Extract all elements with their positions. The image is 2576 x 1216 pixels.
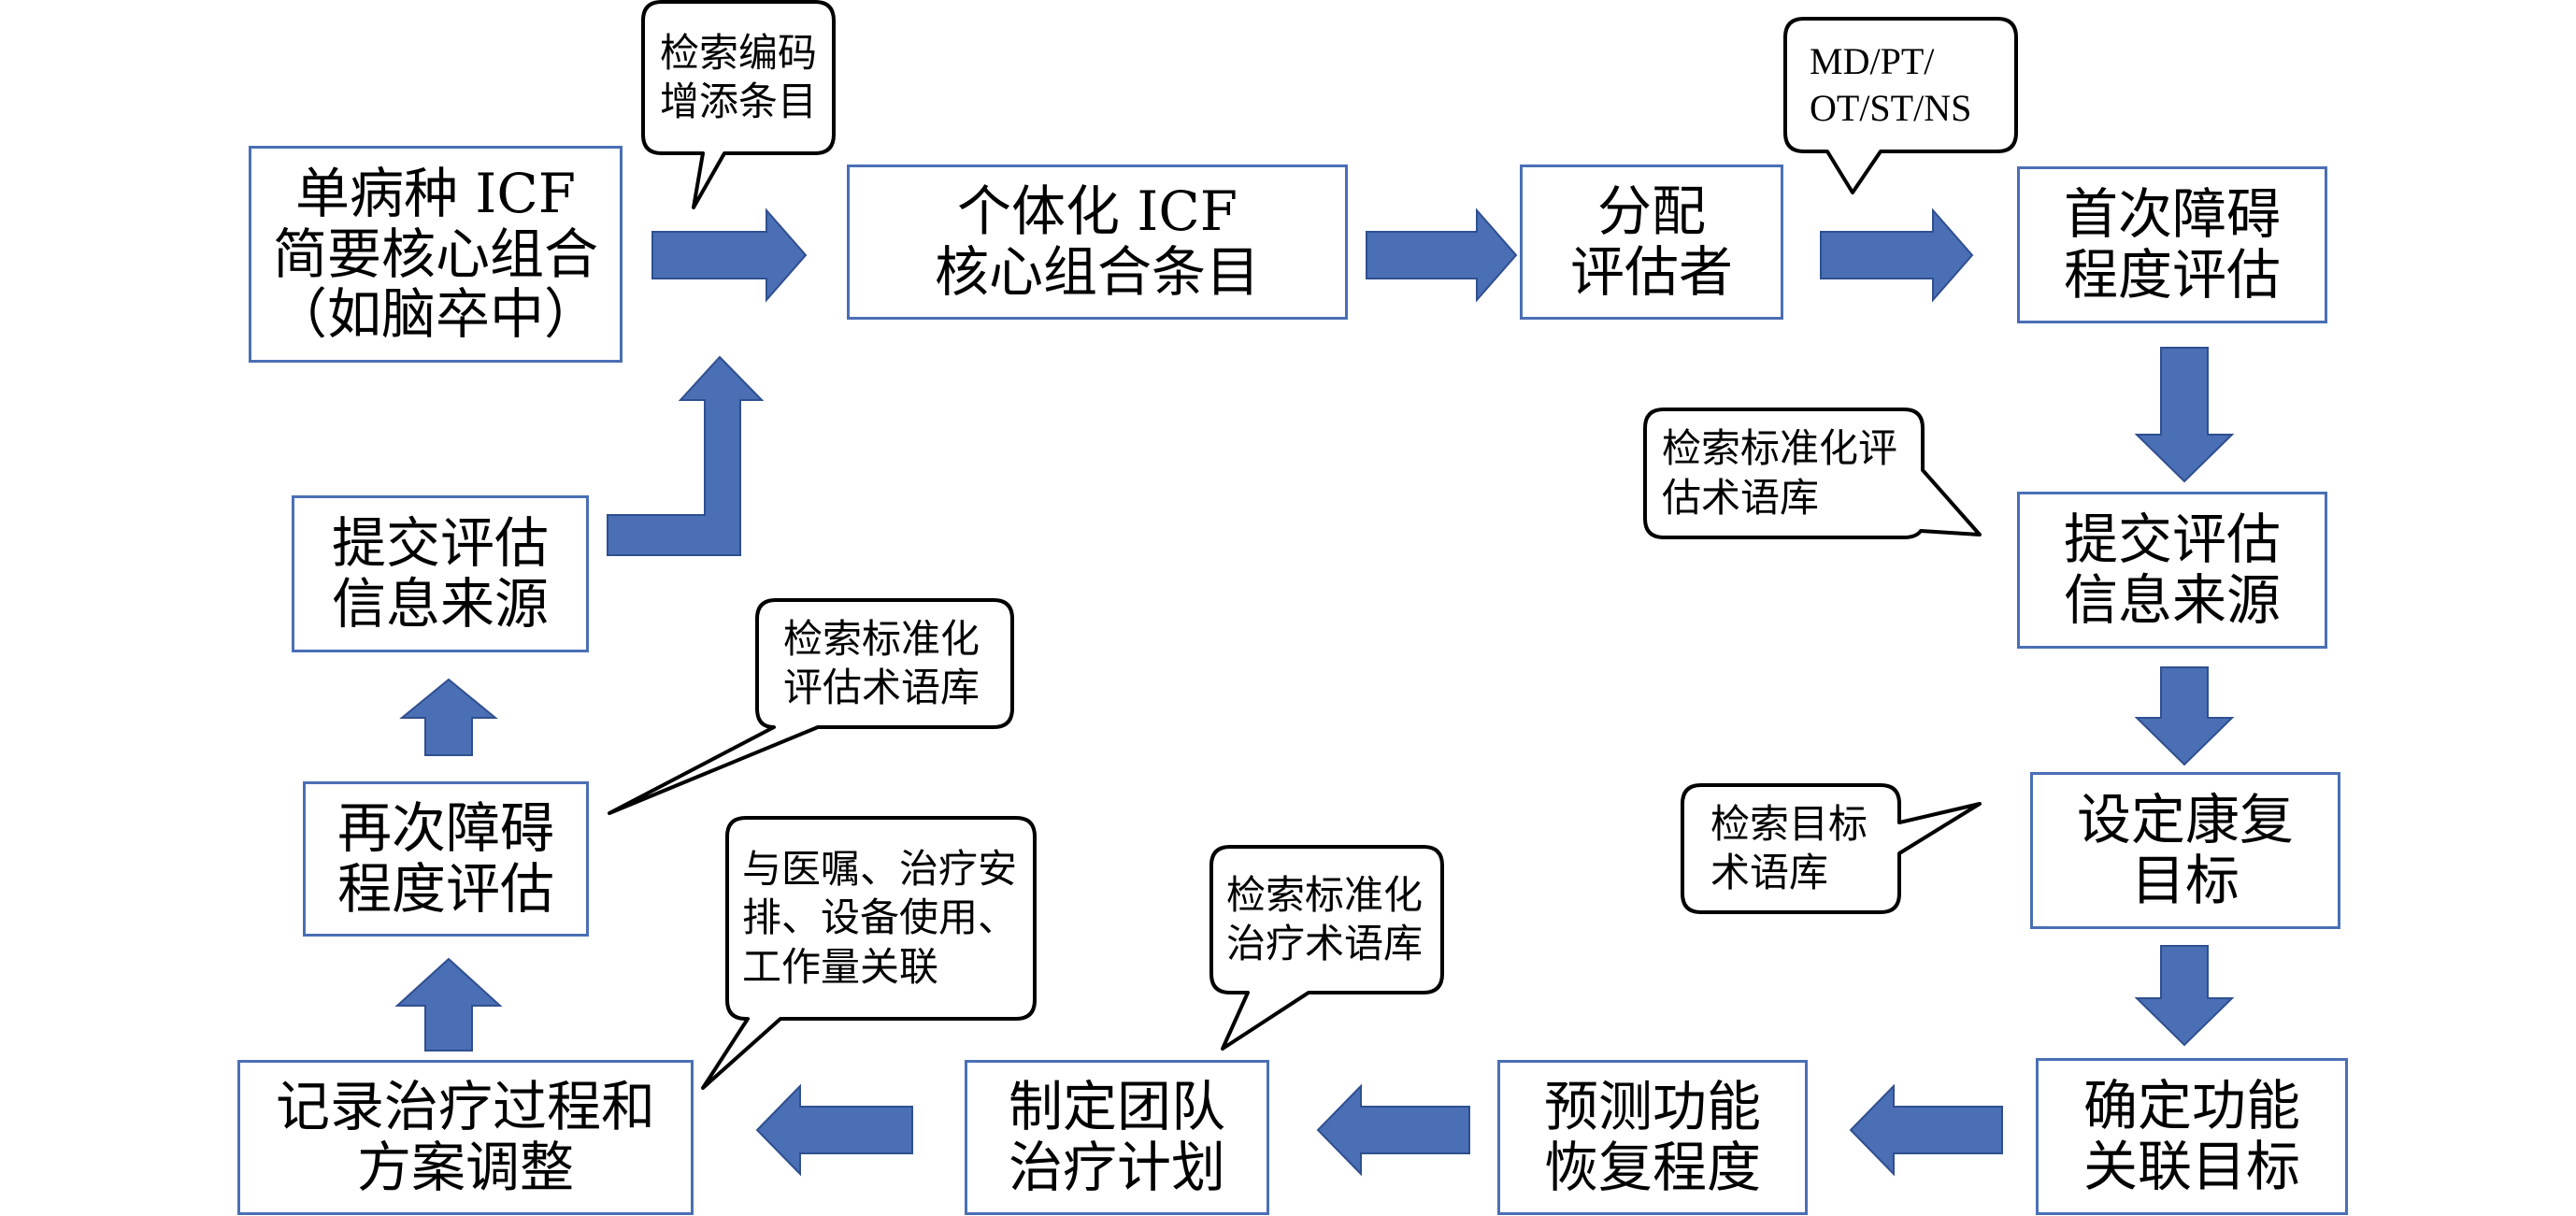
bubble-shape-search-codes [641, 0, 836, 209]
box-submit-source-left: 提交评估 信息来源 [292, 495, 589, 652]
arrow-right-3 [1820, 207, 1974, 303]
bubble-search-codes: 检索编码 增添条目 [659, 29, 817, 125]
box-set-rehab-goals: 设定康复 目标 [2030, 772, 2340, 929]
bubble-shape-goal-terms [1681, 783, 1982, 914]
arrow-down-1 [2134, 347, 2235, 483]
arrow-up-2 [399, 678, 498, 756]
bubble-shape-treatment-terms [1209, 845, 1444, 1051]
arrow-left-2 [1316, 1083, 1470, 1177]
bubble-shape-assessor-roles [1783, 17, 2018, 194]
box-assign-assessor: 分配 评估者 [1520, 165, 1783, 320]
arrow-down-3 [2134, 945, 2235, 1047]
bubble-assessment-terms-right: 检索标准化评 估术语库 [1662, 425, 1898, 521]
arrow-left-3 [755, 1083, 913, 1177]
bubble-orders-link: 与医嘱、治疗安 排、设备使用、 工作量关联 [742, 845, 1018, 990]
box-record-treatment: 记录治疗过程和 方案调整 [237, 1060, 694, 1215]
arrow-right-1 [651, 207, 808, 303]
bubble-shape-assessment-terms-right [1643, 408, 1982, 539]
arrow-down-2 [2134, 666, 2235, 766]
bubble-shape-assessment-terms-left [608, 598, 1014, 815]
box-individualized-core-set: 个体化 ICF 核心组合条目 [847, 165, 1348, 320]
box-predict-recovery: 预测功能 恢复程度 [1497, 1060, 1808, 1215]
bubble-assessment-terms-left: 检索标准化 评估术语库 [783, 615, 980, 711]
box-submit-source-right: 提交评估 信息来源 [2017, 492, 2327, 649]
box-first-impairment-assessment: 首次障碍 程度评估 [2017, 166, 2327, 323]
bubble-treatment-terms: 检索标准化 治疗术语库 [1226, 871, 1424, 967]
box-determine-function-goals: 确定功能 关联目标 [2036, 1058, 2348, 1215]
box-second-impairment-assessment: 再次障碍 程度评估 [303, 781, 589, 937]
bubble-goal-terms: 检索目标 术语库 [1710, 800, 1868, 896]
arrow-elbow-up [607, 355, 765, 556]
box-single-disease-core-set: 单病种 ICF 简要核心组合 （如脑卒中） [249, 146, 623, 363]
arrow-up-1 [394, 957, 503, 1051]
bubble-shape-orders-link [701, 816, 1037, 1090]
box-team-treatment-plan: 制定团队 治疗计划 [965, 1060, 1269, 1215]
bubble-assessor-roles: MD/PT/ OT/ST/NS [1810, 40, 1972, 129]
arrow-left-1 [1849, 1083, 2003, 1177]
arrow-right-2 [1366, 207, 1518, 303]
